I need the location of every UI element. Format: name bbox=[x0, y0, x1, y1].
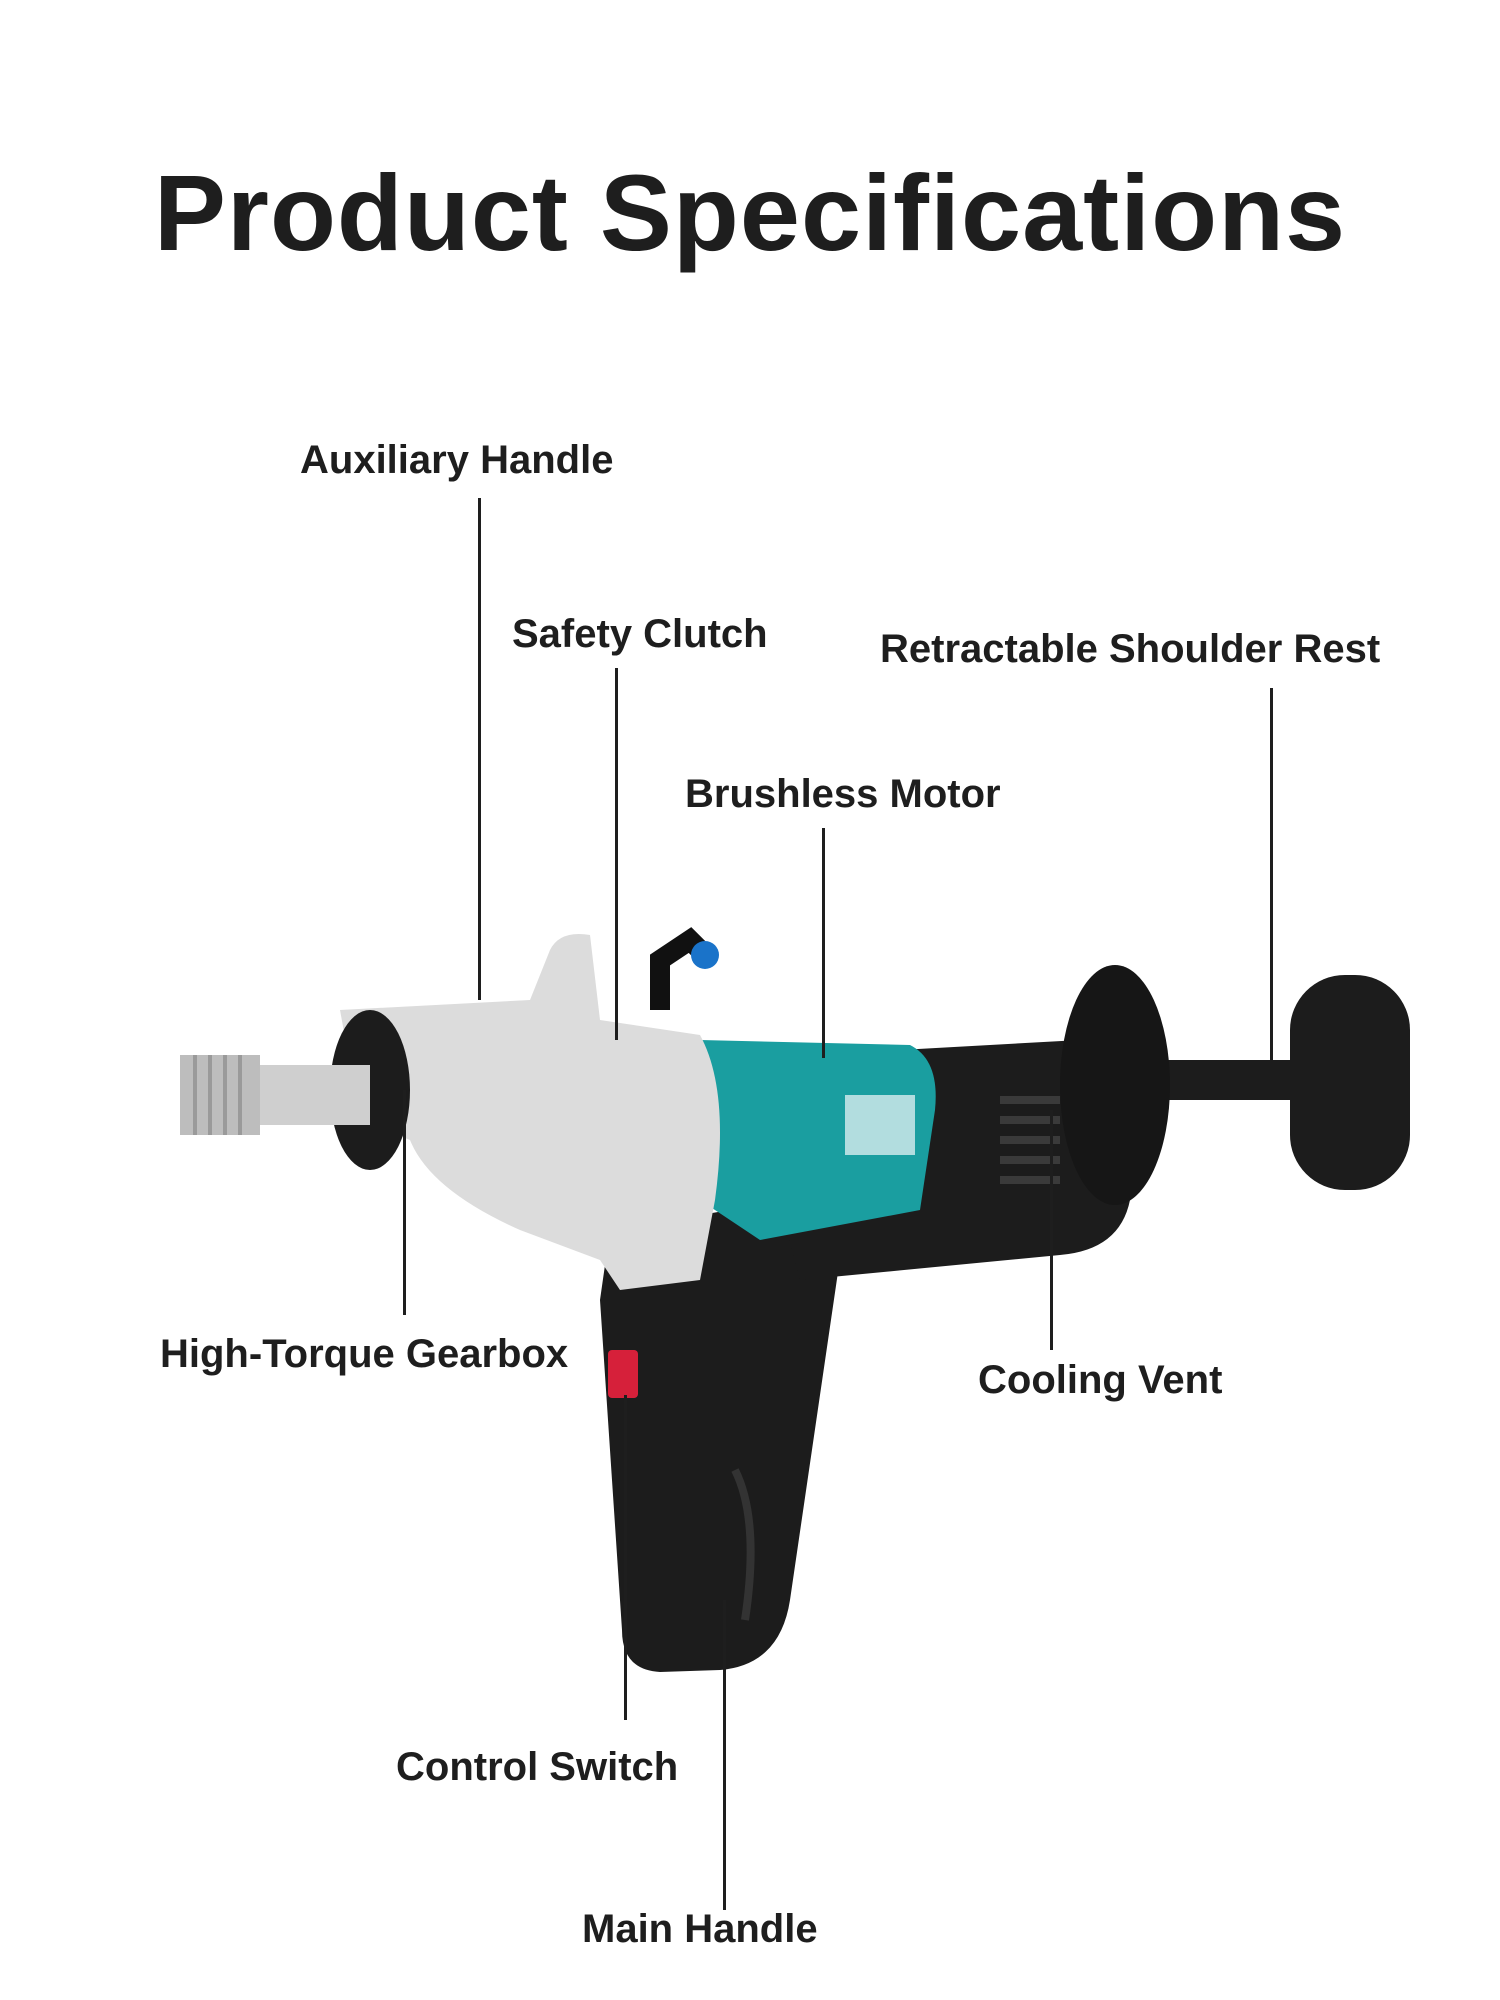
leader-auxiliary-handle bbox=[478, 498, 481, 1000]
shoulder-rest-pad bbox=[1290, 975, 1410, 1190]
leader-main-handle bbox=[723, 1600, 726, 1910]
label-safety-clutch: Safety Clutch bbox=[512, 612, 768, 656]
leader-high-torque-gearbox bbox=[403, 1090, 406, 1315]
leader-control-switch bbox=[624, 1395, 627, 1720]
control-switch bbox=[608, 1350, 638, 1398]
water-fitting-connector bbox=[691, 941, 719, 969]
spindle-shaft bbox=[250, 1065, 370, 1125]
leader-cooling-vent bbox=[1050, 1110, 1053, 1350]
water-fitting bbox=[650, 927, 708, 1010]
rear-disc bbox=[1060, 965, 1170, 1205]
label-brushless-motor: Brushless Motor bbox=[685, 772, 1001, 816]
label-cooling-vent: Cooling Vent bbox=[978, 1358, 1223, 1402]
main-handle-grip bbox=[600, 1190, 850, 1672]
motor-label-sticker bbox=[845, 1095, 915, 1155]
spindle-thread bbox=[180, 1055, 260, 1135]
leader-retractable-shoulder-rest bbox=[1270, 688, 1273, 1060]
label-high-torque-gearbox: High-Torque Gearbox bbox=[160, 1332, 569, 1376]
motor-housing bbox=[700, 1040, 936, 1240]
label-retractable-shoulder-rest: Retractable Shoulder Rest bbox=[880, 627, 1381, 671]
leader-safety-clutch bbox=[615, 668, 618, 1040]
label-control-switch: Control Switch bbox=[396, 1745, 679, 1789]
label-auxiliary-handle: Auxiliary Handle bbox=[300, 438, 614, 482]
gearbox-housing bbox=[340, 934, 720, 1290]
grip-texture bbox=[731, 1468, 755, 1621]
label-main-handle: Main Handle bbox=[582, 1907, 818, 1951]
thread-lines bbox=[193, 1055, 242, 1135]
leader-brushless-motor bbox=[822, 828, 825, 1058]
page-title: Product Specifications bbox=[153, 152, 1347, 273]
